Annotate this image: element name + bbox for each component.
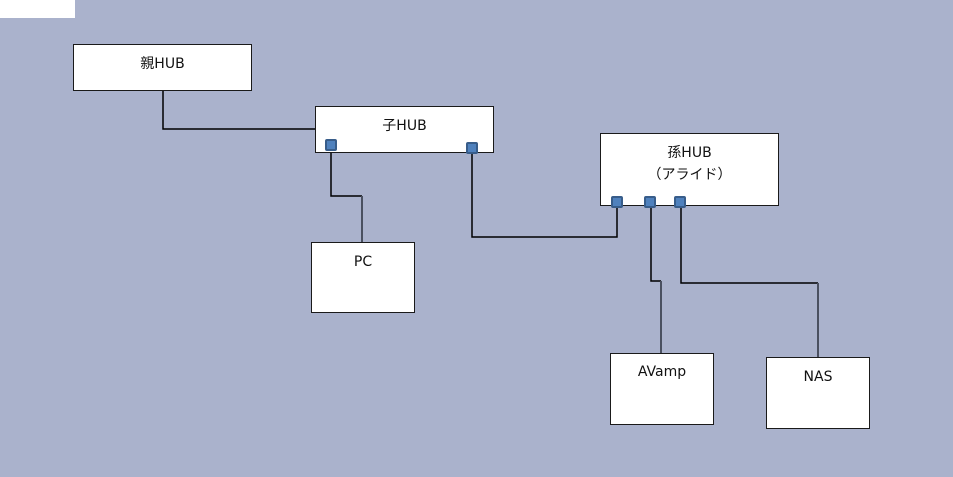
node-pc[interactable]: PC (311, 242, 415, 313)
wire-child-to-pc-upper (330, 151, 362, 197)
port-grandchild-hub-1[interactable] (611, 196, 623, 208)
wire-child-to-grandchild (471, 153, 618, 238)
wire-grandchild-to-avamp-upper (650, 207, 661, 282)
port-child-hub-2[interactable] (466, 142, 478, 154)
port-grandchild-hub-3[interactable] (674, 196, 686, 208)
node-nas[interactable]: NAS (766, 357, 870, 429)
wire-grandchild-to-nas-upper (680, 207, 818, 284)
corner-blank-area (0, 0, 75, 18)
node-label: AVamp (637, 364, 687, 380)
node-avamp[interactable]: AVamp (610, 353, 714, 425)
wire-parent-to-child (162, 90, 316, 130)
node-label: NAS (803, 369, 833, 385)
node-parent-hub[interactable]: 親HUB (73, 44, 252, 91)
node-sublabel: （アライド） (647, 167, 732, 183)
node-label: 親HUB (140, 56, 185, 72)
node-child-hub[interactable]: 子HUB (315, 106, 494, 153)
port-child-hub-1[interactable] (325, 139, 337, 151)
node-grandchild-hub[interactable]: 孫HUB （アライド） (600, 133, 779, 206)
node-label: 子HUB (382, 118, 427, 134)
node-label: 孫HUB (667, 145, 712, 161)
node-label: PC (353, 254, 373, 270)
port-grandchild-hub-2[interactable] (644, 196, 656, 208)
